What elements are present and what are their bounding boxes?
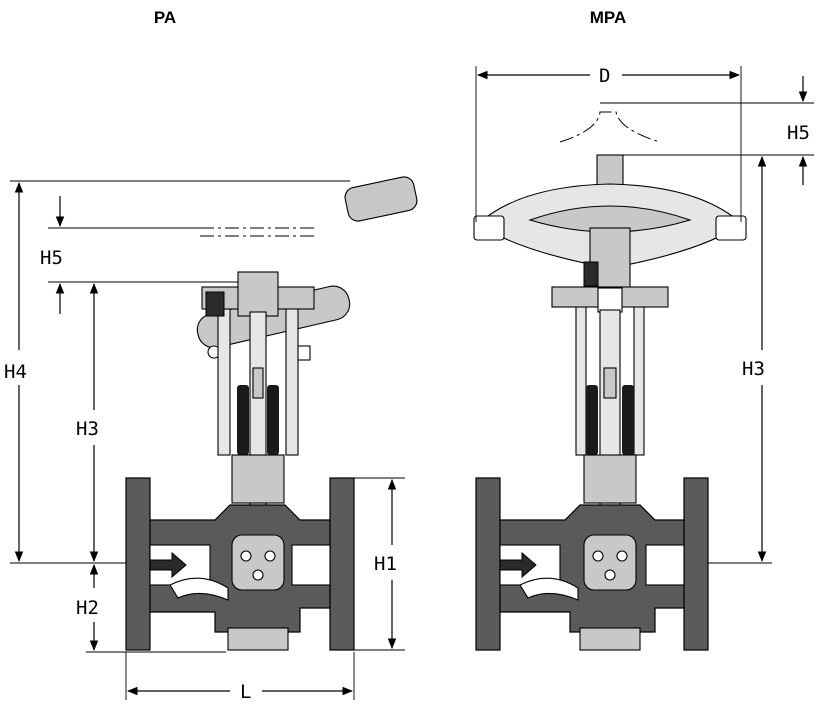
mpa-dim-d: D <box>599 65 610 87</box>
mpa-valve <box>473 111 747 651</box>
mpa-dim-h5: H5 <box>787 122 810 144</box>
pa-flow-arrow <box>149 551 187 579</box>
pa-dimension-lines <box>14 181 397 696</box>
pa-dim-l: L <box>240 681 251 703</box>
mpa-dimension-lines <box>476 70 808 563</box>
mpa-flow-arrow <box>499 551 537 579</box>
pa-dim-h4: H4 <box>4 361 27 383</box>
mpa-packing <box>583 454 637 504</box>
pa-dim-h5: H5 <box>40 247 63 269</box>
mpa-body <box>475 477 709 651</box>
pa-spring <box>237 385 279 455</box>
mpa-handwheel-outline <box>559 111 661 143</box>
pa-dim-h3: H3 <box>76 418 99 440</box>
pa-yoke <box>201 271 315 456</box>
pa-valve <box>125 176 418 651</box>
pa-dim-h1: H1 <box>374 553 397 575</box>
title-pa: PA <box>154 8 176 27</box>
pa-packing <box>231 454 285 504</box>
mpa-actuator <box>473 154 747 289</box>
pa-body <box>125 477 355 651</box>
mpa-reference-lines <box>475 66 814 564</box>
mpa-dim-h3: H3 <box>742 358 765 380</box>
mpa-spring <box>586 385 634 455</box>
mpa-yoke <box>551 286 669 456</box>
pa-dim-h2: H2 <box>76 597 99 619</box>
pa-reference-lines <box>10 180 405 700</box>
title-mpa: MPA <box>590 8 627 27</box>
